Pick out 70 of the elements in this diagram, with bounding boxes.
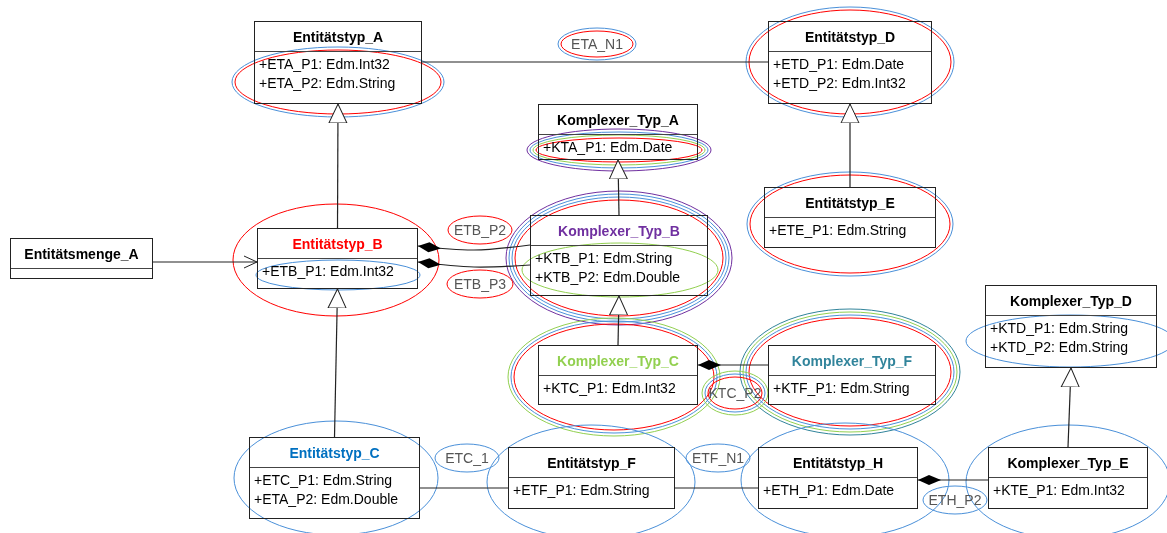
class-box bbox=[988, 447, 1148, 509]
attribute-text: +ETF_P1: Edm.String bbox=[513, 481, 650, 500]
class-name: Entitätstyp_A bbox=[292, 28, 384, 45]
connector bbox=[608, 159, 628, 216]
attribute-text: +ETD_P2: Edm.Int32 bbox=[773, 74, 906, 93]
class-name: Komplexer_Typ_E bbox=[1007, 454, 1129, 471]
class-name: Komplexer_Typ_C bbox=[557, 352, 679, 369]
connector bbox=[419, 487, 509, 489]
attribute-text: +KTD_P2: Edm.String bbox=[990, 338, 1129, 357]
attribute-text: +KTB_P2: Edm.Double bbox=[535, 268, 681, 287]
connector bbox=[152, 255, 258, 269]
connector bbox=[327, 288, 347, 438]
attribute-text: +ETA_P1: Edm.Int32 bbox=[259, 55, 390, 74]
attribute-text: +KTB_P1: Edm.String bbox=[535, 249, 673, 268]
class-box bbox=[758, 447, 918, 509]
connector bbox=[917, 475, 989, 485]
class-box bbox=[768, 21, 932, 104]
connector bbox=[328, 103, 348, 229]
class-box bbox=[254, 21, 422, 104]
class-box bbox=[764, 187, 936, 248]
class-name: Entitätstyp_E bbox=[805, 194, 895, 211]
class-box bbox=[538, 104, 698, 160]
class-box bbox=[10, 238, 153, 279]
attribute-text: +KTD_P1: Edm.String bbox=[990, 319, 1129, 338]
role-ellipse bbox=[447, 215, 513, 245]
attribute-text: +KTF_P1: Edm.String bbox=[773, 379, 910, 398]
role-ellipse bbox=[446, 269, 514, 299]
class-name: Komplexer_Typ_D bbox=[1010, 292, 1132, 309]
attribute-text: +ETH_P1: Edm.Date bbox=[763, 481, 895, 500]
class-box bbox=[257, 228, 418, 289]
connector bbox=[697, 360, 769, 370]
class-name: Entitätstyp_H bbox=[792, 454, 884, 471]
attribute-text: +KTC_P1: Edm.Int32 bbox=[543, 379, 676, 398]
class-name: Entitätstyp_F bbox=[547, 454, 636, 471]
attribute-text: +KTA_P1: Edm.Date bbox=[543, 138, 673, 157]
connector bbox=[840, 103, 860, 188]
role-ellipse bbox=[434, 443, 500, 473]
class-box bbox=[985, 285, 1157, 368]
role-name: ETB_P3 bbox=[453, 276, 507, 292]
connector bbox=[674, 487, 759, 489]
connector bbox=[417, 258, 531, 269]
attribute-text: +ETA_P2: Edm.String bbox=[259, 74, 396, 93]
attribute-text: +ETB_P1: Edm.Int32 bbox=[262, 262, 394, 281]
class-box bbox=[249, 437, 420, 519]
connector bbox=[1060, 367, 1080, 448]
attribute-text: +KTE_P1: Edm.Int32 bbox=[993, 481, 1125, 500]
role-name: ETF_N1 bbox=[691, 450, 745, 466]
class-box bbox=[530, 215, 708, 296]
class-box bbox=[538, 345, 698, 405]
attribute-text: +ETC_P1: Edm.String bbox=[254, 471, 393, 490]
role-ellipse bbox=[557, 27, 637, 61]
role-name: ETA_N1 bbox=[571, 36, 623, 52]
class-name: Entitätsmenge_A bbox=[24, 245, 139, 262]
attribute-text: +ETA_P2: Edm.Double bbox=[254, 490, 399, 509]
class-name: Entitätstyp_C bbox=[289, 444, 380, 461]
class-name: Komplexer_Typ_A bbox=[557, 111, 679, 128]
role-name: ETB_P2 bbox=[453, 222, 507, 238]
class-box bbox=[768, 345, 936, 405]
class-box bbox=[508, 447, 675, 509]
class-name: Komplexer_Typ_B bbox=[558, 222, 680, 239]
connector bbox=[417, 242, 531, 253]
connector bbox=[609, 295, 629, 346]
class-name: Komplexer_Typ_F bbox=[791, 352, 913, 369]
attribute-text: +ETD_P1: Edm.Date bbox=[773, 55, 905, 74]
connector bbox=[421, 61, 769, 63]
attribute-text: +ETE_P1: Edm.String bbox=[769, 221, 907, 240]
role-name: ETC_1 bbox=[445, 450, 489, 466]
class-name: Entitätstyp_D bbox=[804, 28, 896, 45]
class-name: Entitätstyp_B bbox=[292, 235, 383, 252]
role-ellipse bbox=[685, 443, 751, 473]
